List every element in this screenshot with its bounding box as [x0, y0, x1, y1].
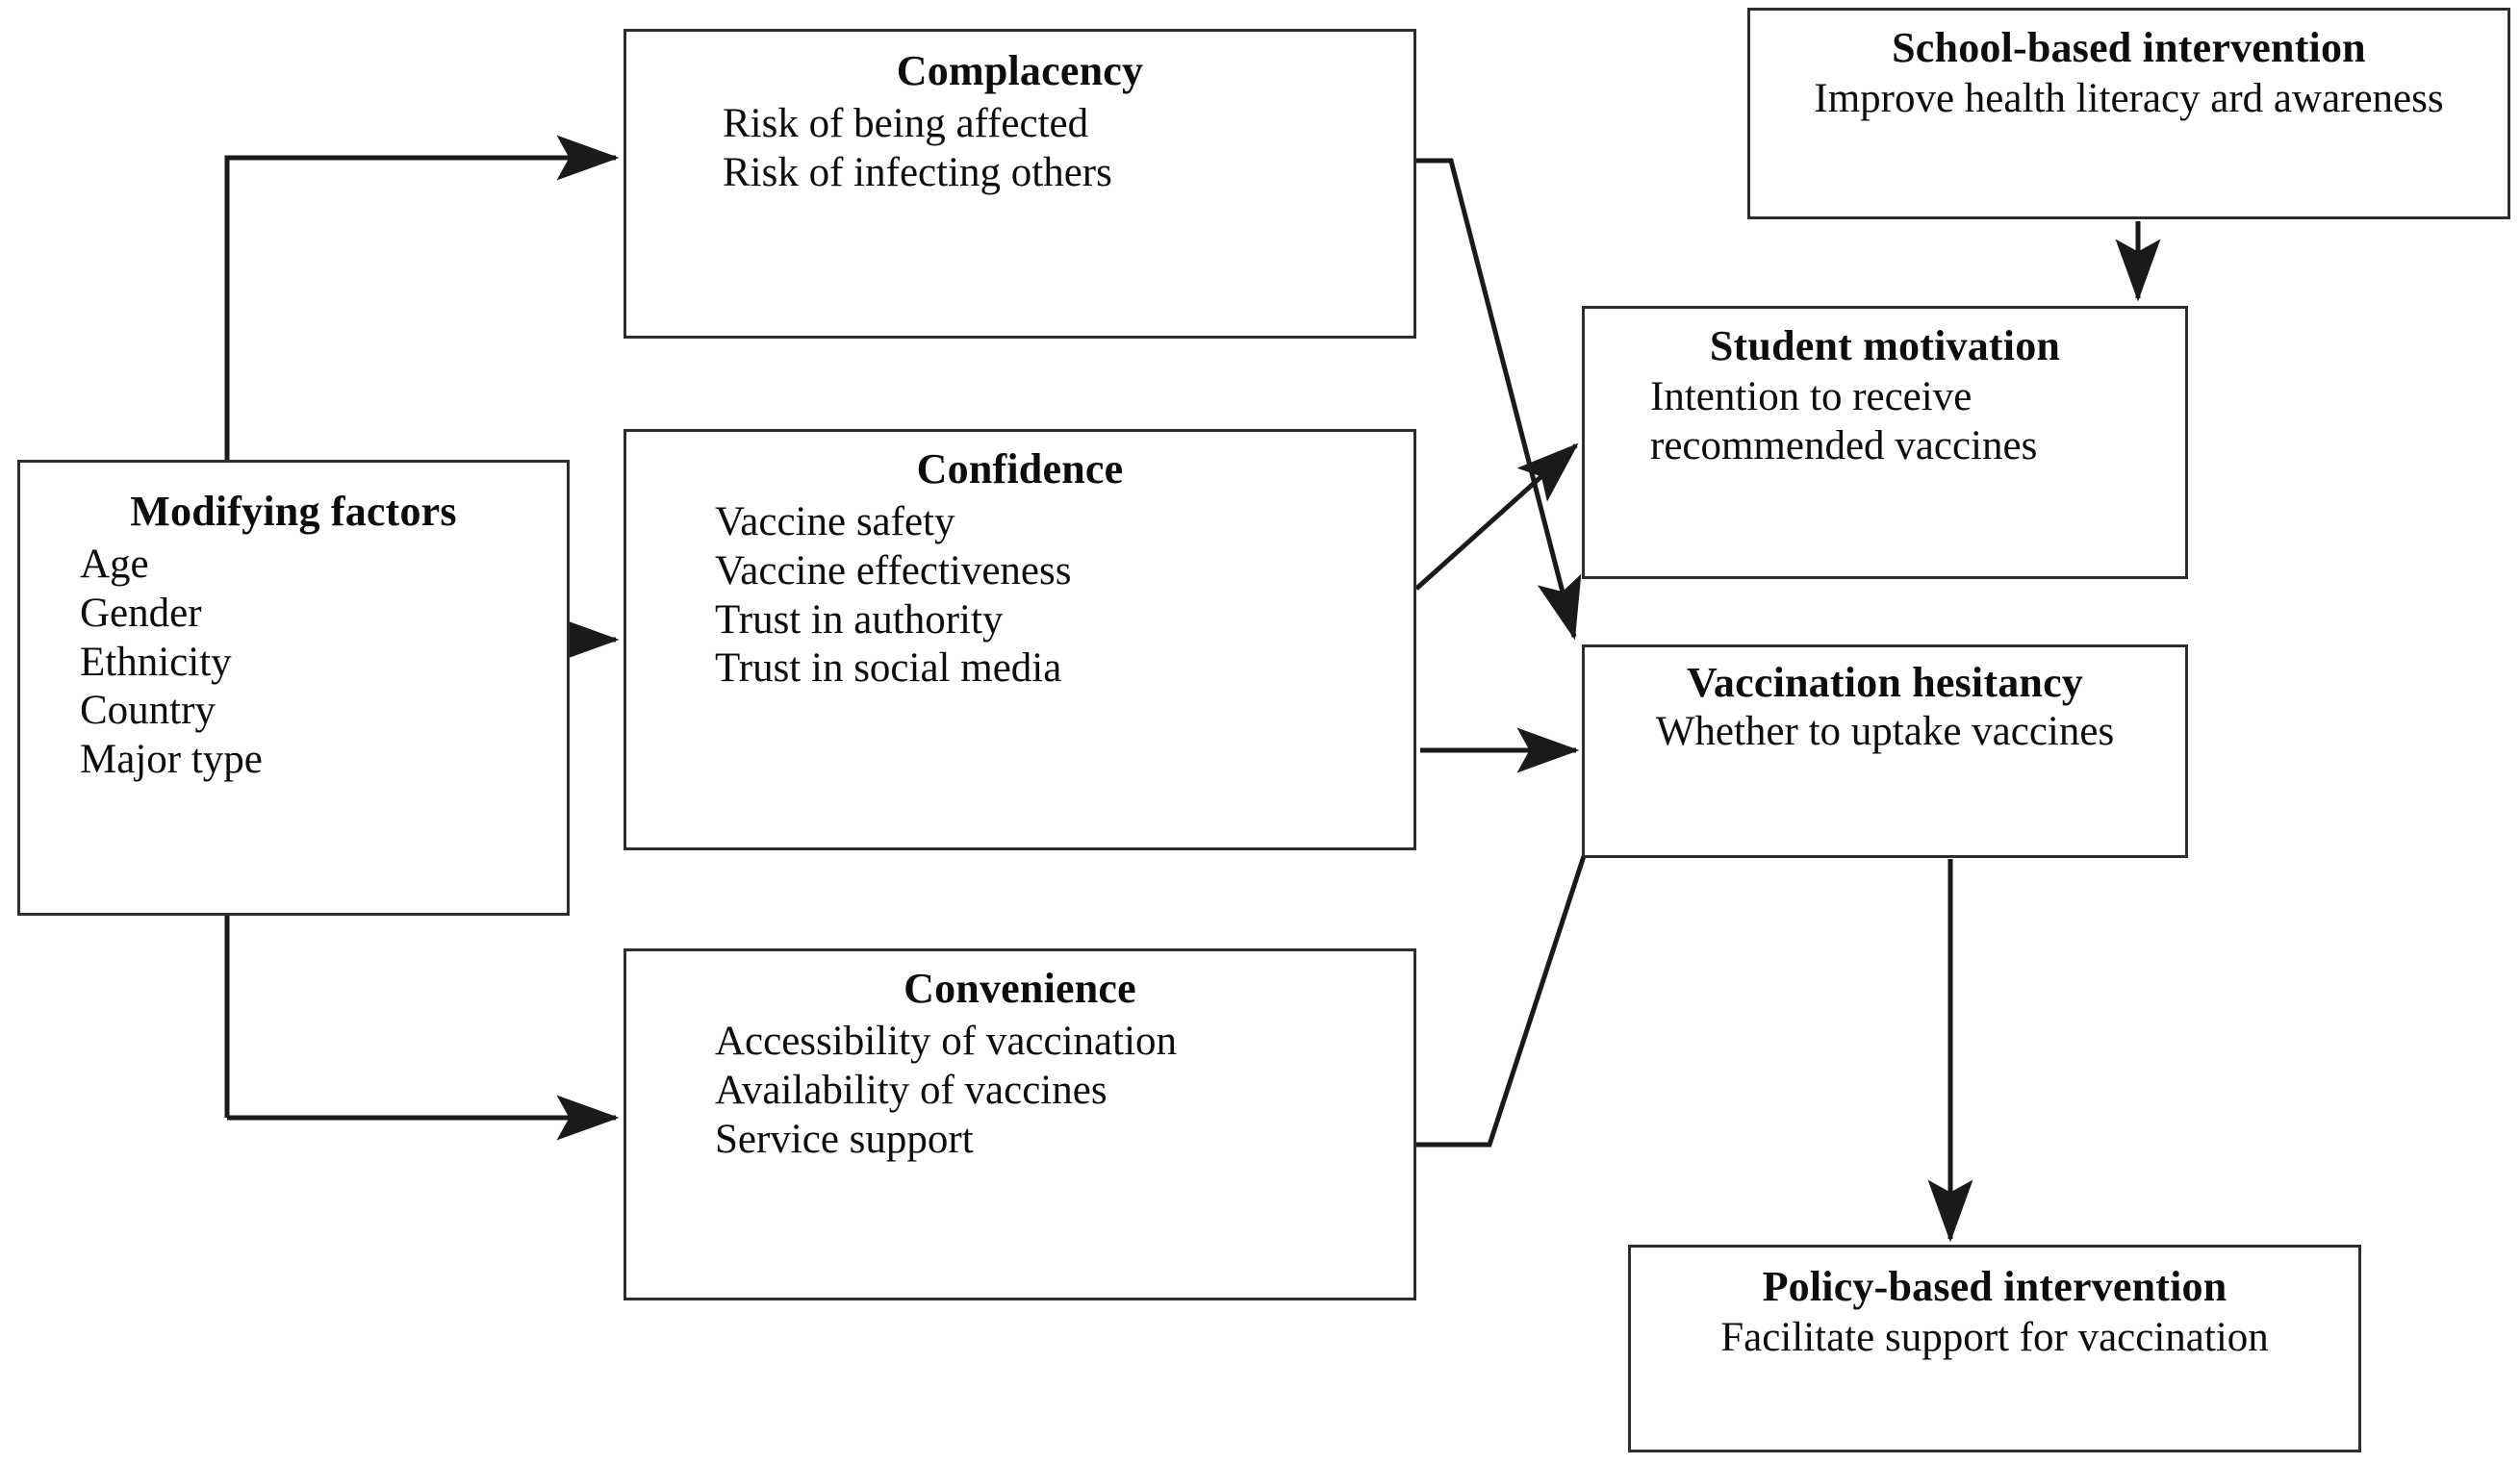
node-convenience[interactable]: Convenience Accessibility of vaccination… [624, 948, 1416, 1300]
node-line: Age [80, 542, 149, 588]
node-title: Confidence [916, 445, 1124, 492]
node-title: Vaccination hesitancy [1686, 659, 2084, 706]
node-line: Intention to receive [1650, 374, 1973, 420]
node-vaccination-hesitancy[interactable]: Vaccination hesitancy Whether to uptake … [1582, 644, 2188, 858]
node-modifying-factors[interactable]: Modifying factors Age Gender Ethnicity C… [17, 460, 570, 916]
node-school-based-intervention[interactable]: School-based intervention Improve health… [1747, 8, 2510, 219]
node-line: Availability of vaccines [715, 1068, 1107, 1113]
node-line: Risk of infecting others [723, 150, 1112, 195]
node-line: Vaccine effectiveness [715, 548, 1072, 593]
node-title: Convenience [904, 965, 1136, 1012]
node-line: recommended vaccines [1650, 423, 2038, 468]
node-line: Whether to uptake vaccines [1655, 709, 2115, 755]
node-body: Whether to uptake vaccines [1592, 708, 2177, 757]
node-title: School-based intervention [1892, 24, 2366, 71]
node-line: Gender [80, 591, 202, 636]
node-student-motivation[interactable]: Student motivation Intention to receive … [1582, 306, 2188, 579]
node-line: Facilitate support for vaccination [1720, 1315, 2269, 1361]
edge-confidence-to-motivation [1414, 442, 1579, 591]
node-body: Intention to receive recommended vaccine… [1585, 373, 2185, 470]
node-body: Vaccine safety Vaccine effectiveness Tru… [626, 498, 1413, 694]
node-line: Vaccine safety [715, 499, 955, 545]
node-line: Country [80, 688, 216, 734]
node-body: Risk of being affected Risk of infecting… [626, 100, 1413, 197]
node-body: Age Gender Ethnicity Country Major type [20, 541, 567, 785]
node-complacency[interactable]: Complacency Risk of being affected Risk … [624, 29, 1416, 339]
node-confidence[interactable]: Confidence Vaccine safety Vaccine effect… [624, 429, 1416, 850]
node-line: Service support [715, 1116, 974, 1162]
node-line: Major type [80, 737, 263, 783]
node-line: Trust in authority [715, 596, 1004, 643]
node-line: Accessibility of vaccination [715, 1019, 1178, 1065]
node-title: Modifying factors [130, 488, 457, 535]
node-body: Accessibility of vaccination Availabilit… [626, 1018, 1413, 1164]
node-title: Student motivation [1709, 322, 2061, 369]
node-line: Improve health literacy ard awareness [1814, 76, 2444, 122]
node-line: Risk of being affected [723, 101, 1089, 147]
node-title: Policy-based intervention [1762, 1263, 2227, 1310]
node-body: Facilitate support for vaccination [1641, 1314, 2349, 1363]
node-line: Ethnicity [80, 639, 232, 685]
node-body: Improve health literacy ard awareness [1760, 75, 2498, 124]
edge-convenience-to-hesitancy [1416, 855, 1587, 1148]
node-title: Complacency [896, 47, 1144, 94]
node-line: Trust in social media [715, 645, 1062, 692]
node-policy-based-intervention[interactable]: Policy-based intervention Facilitate sup… [1628, 1245, 2361, 1452]
